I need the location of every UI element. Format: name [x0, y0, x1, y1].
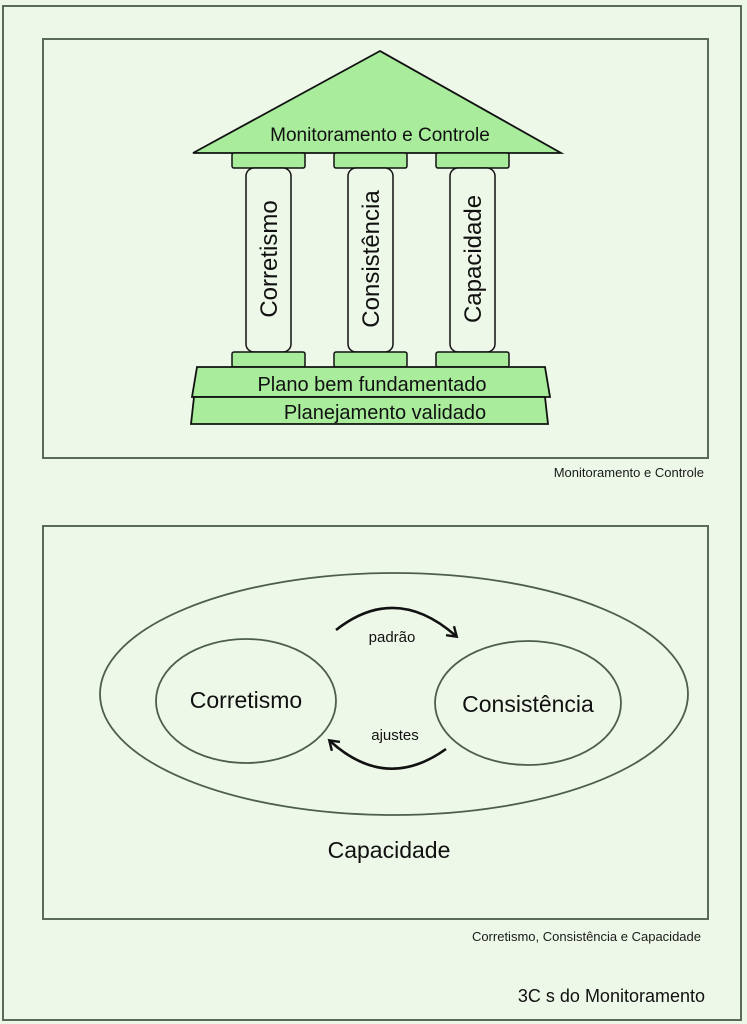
arrow-ajustes: [327, 738, 447, 770]
temple-caption: Monitoramento e Controle: [553, 465, 704, 480]
footer-title: 3C s do Monitoramento: [517, 986, 705, 1006]
node-corretismo: Corretismo: [190, 687, 302, 713]
cycle-caption: Corretismo, Consistência e Capacidade: [471, 929, 701, 944]
base-lower: [189, 396, 550, 425]
arrow-padrao: [335, 606, 459, 639]
outer-label-capacidade: Capacidade: [328, 837, 451, 863]
pillar-label-consistencia: Consistência: [358, 190, 385, 328]
consistencia-ellipse: [434, 640, 622, 766]
node-consistencia: Consistência: [462, 691, 594, 717]
label-padrao: padrão: [369, 629, 416, 646]
corretismo-ellipse: [155, 638, 337, 764]
label-ajustes: ajustes: [371, 727, 419, 744]
base-lower-label: Planejamento validado: [284, 402, 486, 424]
capacidade-ellipse: [99, 572, 689, 816]
cycle-panel: [42, 525, 709, 920]
outer-frame: [2, 5, 742, 1021]
base-upper: [190, 366, 552, 398]
pillar-label-capacidade: Capacidade: [460, 195, 487, 323]
base-upper-label: Plano bem fundamentado: [257, 374, 486, 396]
roof-label: Monitoramento e Controle: [270, 125, 490, 146]
pillar-label-corretismo: Corretismo: [256, 200, 283, 317]
